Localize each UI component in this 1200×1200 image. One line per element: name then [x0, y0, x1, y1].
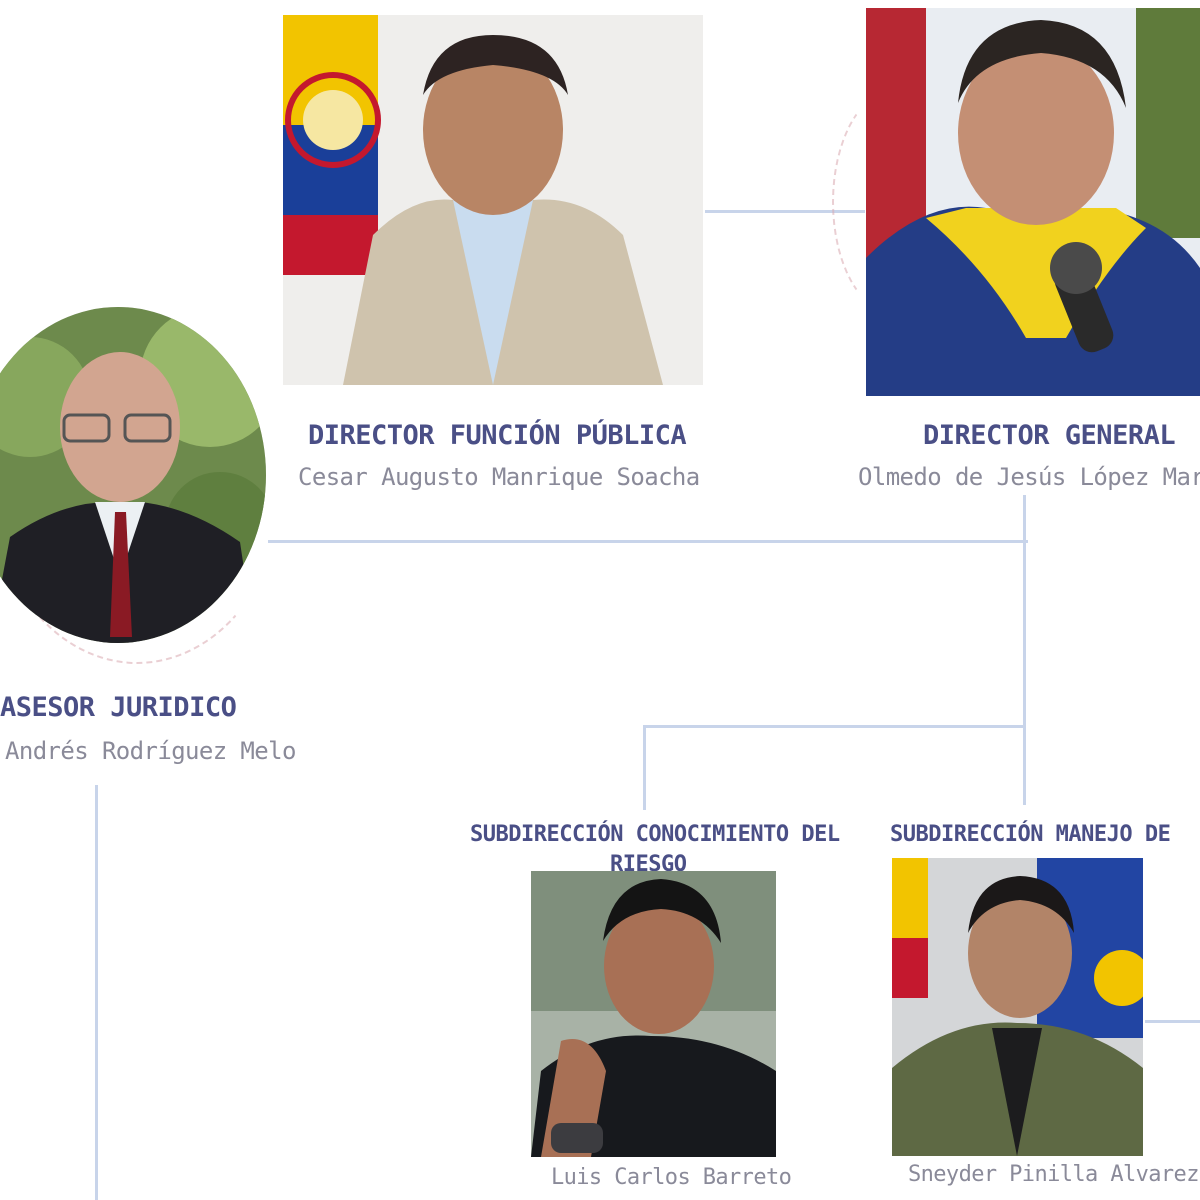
person-photo-seated-icon	[531, 871, 776, 1157]
director-funcion-publica-photo	[283, 15, 703, 385]
asesor-juridico-name: Andrés Rodríguez Melo	[5, 737, 296, 765]
subdireccion-conocimiento-role: SUBDIRECCIÓN CONOCIMIENTO DEL	[470, 822, 840, 847]
connector-right-stub	[1145, 1020, 1200, 1023]
director-funcion-publica-role: DIRECTOR FUNCIÓN PÚBLICA	[308, 420, 687, 451]
subdireccion-manejo-name: Sneyder Pinilla Alvarez	[908, 1162, 1199, 1187]
director-general-name: Olmedo de Jesús López Martíne	[858, 463, 1200, 491]
subdireccion-manejo-role: SUBDIRECCIÓN MANEJO DE	[890, 822, 1171, 847]
decorative-arc-asesor	[0, 300, 284, 664]
connector-dg-vertical	[1023, 495, 1026, 805]
decorative-arc-dg	[832, 90, 956, 314]
director-general-role: DIRECTOR GENERAL	[923, 420, 1176, 451]
connector-main-horizontal	[268, 540, 1028, 543]
person-photo-flag-icon	[892, 858, 1143, 1156]
director-general-photo	[866, 8, 1200, 396]
person-photo-flag-icon	[283, 15, 703, 385]
subdireccion-conocimiento-name: Luis Carlos Barreto	[551, 1165, 792, 1190]
asesor-juridico-role: ASESOR JURIDICO	[0, 692, 237, 723]
director-funcion-publica-name: Cesar Augusto Manrique Soacha	[298, 463, 700, 491]
asesor-juridico-photo	[0, 307, 266, 643]
connector-asesor-vertical	[95, 785, 98, 1200]
subdireccion-conocimiento-photo	[531, 871, 776, 1157]
connector-sub-horizontal	[643, 725, 1026, 728]
connector-dg-fp	[705, 210, 865, 213]
person-photo-microphone-icon	[866, 8, 1200, 396]
subdireccion-manejo-photo	[892, 858, 1143, 1156]
connector-sub-left-vertical	[643, 725, 646, 810]
